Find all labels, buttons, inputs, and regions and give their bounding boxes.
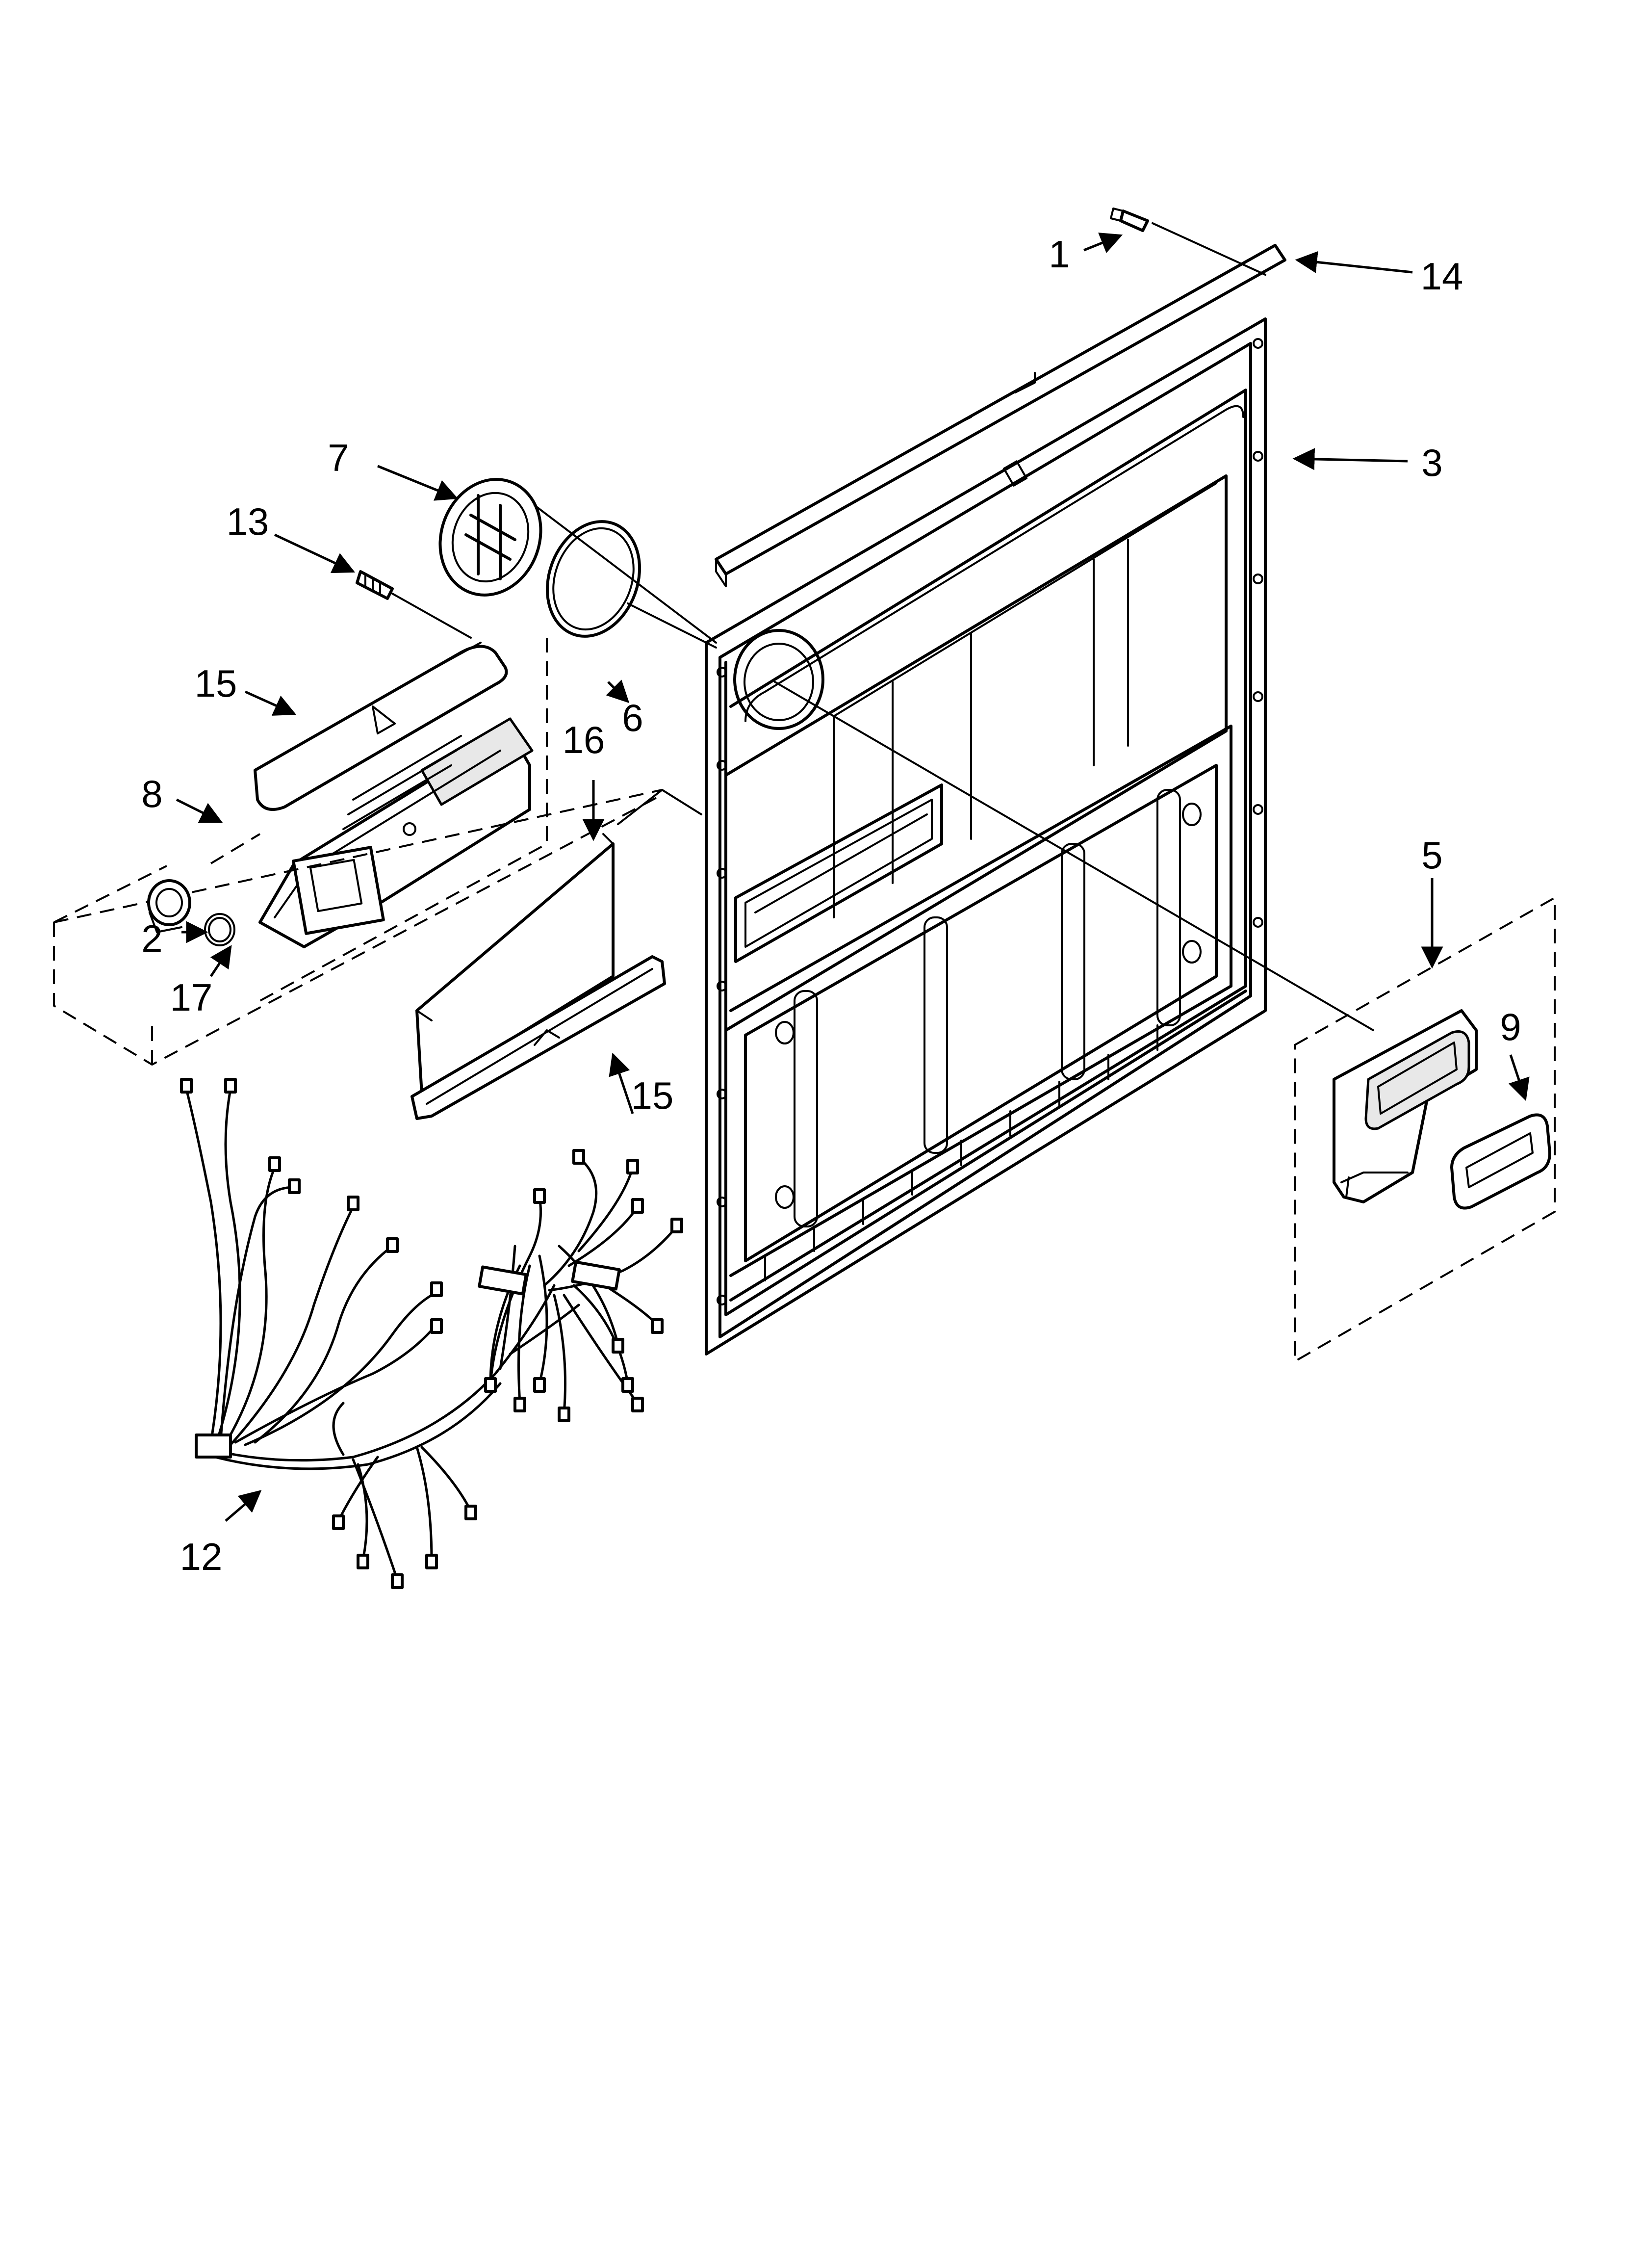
callout-8: 8 xyxy=(141,772,162,815)
door-screws xyxy=(717,338,1263,1305)
insulation-part-16 xyxy=(415,833,615,1095)
wire-harness-part-12 xyxy=(180,1078,683,1589)
callout-15-lower: 15 xyxy=(631,1074,674,1117)
callout-leaders xyxy=(176,233,1530,1522)
callout-1: 1 xyxy=(1049,233,1070,276)
callout-15-upper: 15 xyxy=(195,662,237,705)
inner-door-panel xyxy=(705,317,1267,1356)
explosion-lines xyxy=(391,222,1374,1031)
screw-part-13 xyxy=(356,570,394,600)
callout-17: 17 xyxy=(170,976,213,1019)
door-top-strip xyxy=(715,244,1286,587)
callout-13: 13 xyxy=(227,500,269,543)
door-ribs xyxy=(775,789,1202,1227)
dispenser-assembly xyxy=(53,638,702,1066)
harness-connectors xyxy=(180,1078,683,1589)
gasket-part-6 xyxy=(545,520,641,638)
callout-14: 14 xyxy=(1421,255,1463,298)
callout-6: 6 xyxy=(622,696,643,739)
callout-12: 12 xyxy=(180,1535,223,1578)
vent-part-7 xyxy=(438,478,542,597)
callout-5: 5 xyxy=(1421,834,1442,877)
callout-labels: 1 2 3 5 6 7 8 9 12 13 14 15 15 16 17 xyxy=(141,233,1521,1578)
callout-7: 7 xyxy=(328,436,349,479)
callout-2: 2 xyxy=(141,917,162,960)
callout-3: 3 xyxy=(1421,441,1442,484)
callout-9: 9 xyxy=(1500,1005,1521,1048)
vent-duct-part-5 xyxy=(1294,896,1556,1363)
callout-16: 16 xyxy=(563,718,605,761)
lower-bracket-part-15 xyxy=(410,955,666,1120)
gasket-part-9 xyxy=(1450,1113,1551,1210)
screw-part-1 xyxy=(1110,208,1149,232)
